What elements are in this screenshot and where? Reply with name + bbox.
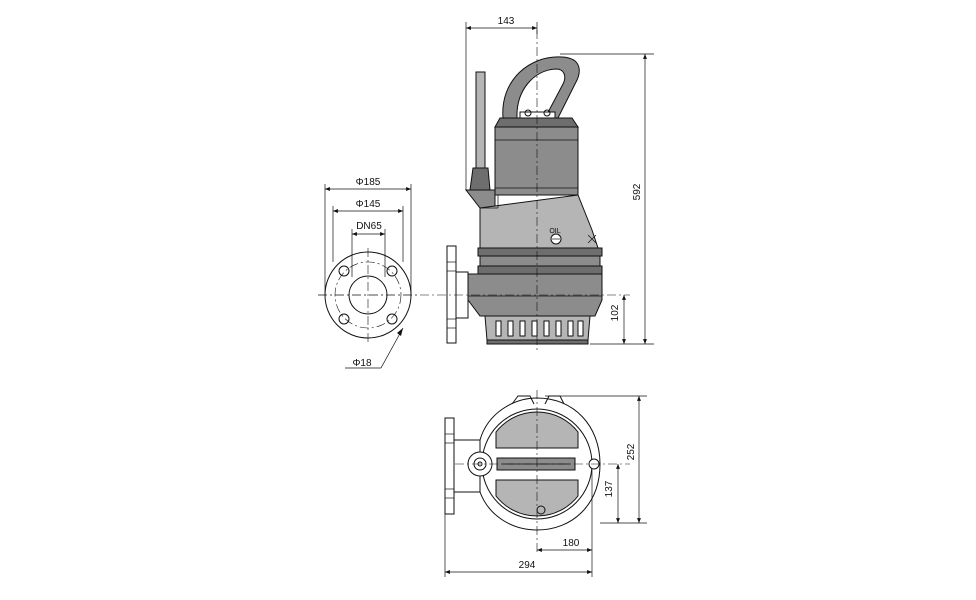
dimension-plan-depth: 252: [545, 395, 647, 524]
plan-total-width-label: 294: [519, 560, 536, 571]
dimension-plan-center-depth: 137: [604, 464, 620, 523]
oil-plug-label: OIL: [549, 228, 560, 235]
plan-center-width-label: 180: [563, 538, 580, 549]
dimension-outlet-height: 102: [610, 295, 626, 344]
bolt-circle-diameter-label: Φ145: [356, 199, 381, 210]
dimension-plan-total-width: 294: [444, 514, 593, 577]
dimension-nominal-bore: DN65: [351, 221, 386, 277]
pump-plan-view: [444, 390, 630, 555]
flange-outer-diameter-label: Φ185: [356, 177, 381, 188]
dimension-bolt-hole-diameter: Φ18: [345, 327, 404, 369]
dimension-flange-outer-diameter: Φ185: [324, 177, 412, 295]
dimension-total-height: 592: [560, 53, 654, 345]
dimension-plan-center-width: 180: [537, 470, 593, 555]
pump-side-elevation: OIL: [318, 30, 630, 350]
flange-side-view: [446, 245, 469, 344]
discharge-offset-label: 143: [498, 16, 515, 27]
strainer-slots: [495, 320, 584, 337]
plan-center-depth-label: 137: [604, 480, 615, 497]
nominal-bore-label: DN65: [356, 221, 382, 232]
dimension-bolt-circle-diameter: Φ145: [332, 199, 404, 262]
dimension-discharge-offset: 143: [465, 16, 538, 190]
outlet-height-label: 102: [610, 304, 621, 321]
total-height-label: 592: [632, 183, 643, 200]
flange-front-view: [318, 248, 420, 345]
bolt-hole-diameter-label: Φ18: [352, 358, 372, 369]
plan-depth-label: 252: [626, 443, 637, 460]
